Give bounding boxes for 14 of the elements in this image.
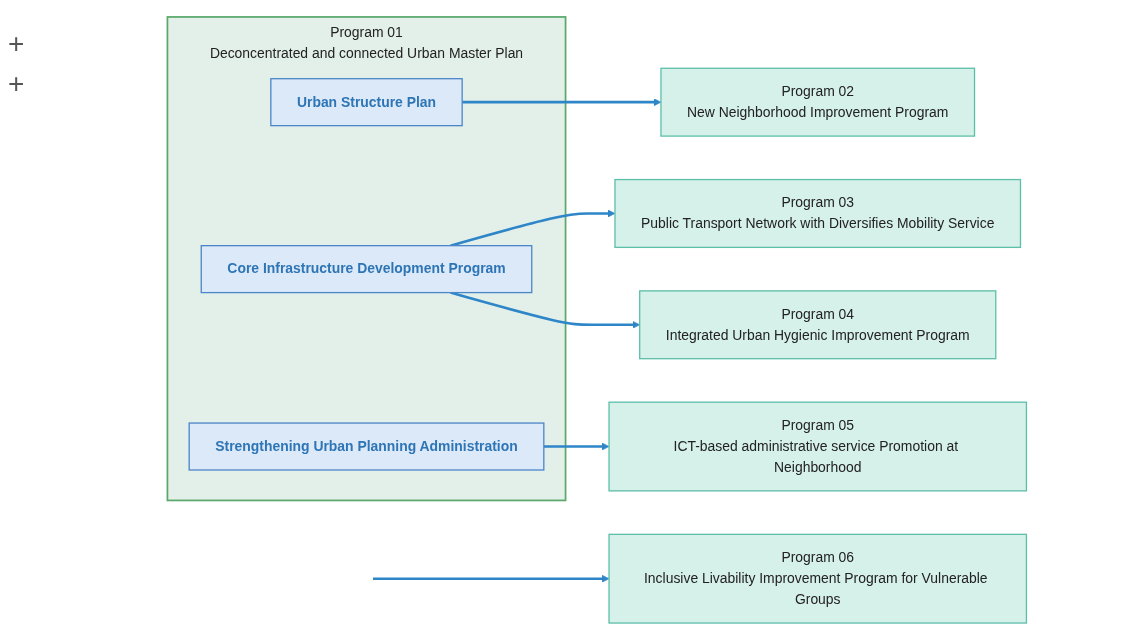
plus-sign: + [8, 28, 26, 60]
node-box: Urban Structure Plan [269, 77, 463, 126]
arrow [461, 97, 661, 106]
node-box: Program 04 Integrated Urban Hygienic Improvement Program [638, 289, 996, 359]
plus-sign: + [8, 68, 26, 100]
node-box: Strengthening Urban Planning Administration [188, 421, 545, 471]
node-box: Core Infrastructure Development Program [200, 244, 532, 293]
node-box: Program 06 Inclusive Livability Improvement Program for Vulnerable Groups [607, 533, 1027, 624]
arrow [543, 442, 609, 450]
node-box: Program 02 New Neighborhood Improvement Program [659, 67, 975, 137]
arrow [449, 209, 615, 247]
arrow [372, 574, 609, 582]
node-box: Program 05 ICT-based administrative service Promotion at Neighborhood [607, 401, 1027, 491]
node-box: Program 03 Public Transport Network with Diversifies Mobility Service [613, 178, 1021, 248]
